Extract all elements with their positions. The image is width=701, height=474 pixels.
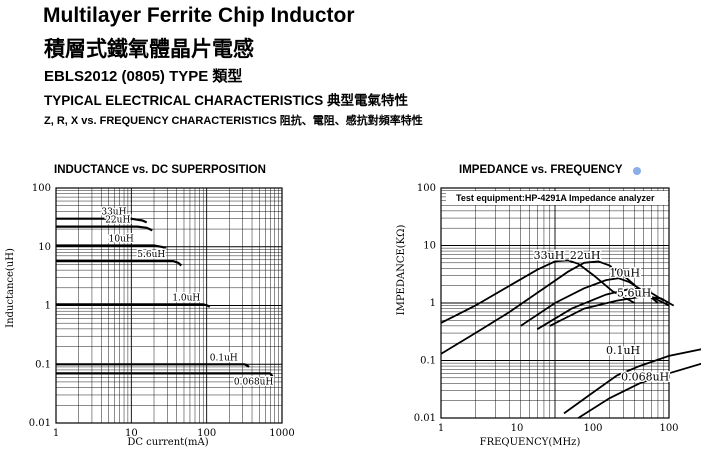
page-title-chinese: 積層式鐵氧體晶片電感 [44, 37, 254, 61]
series-line-6 [577, 362, 701, 419]
series-label: 0.1uH [210, 353, 238, 363]
chart2-series [440, 259, 701, 419]
chart1-ticks: 1 10 100 1000 100 10 1 0.1 0.01 [29, 183, 295, 439]
series-line-0 [440, 259, 636, 324]
y-tick-label: 100 [32, 183, 51, 194]
chart2-xlabel: FREQUENCY(MHz) [480, 437, 581, 448]
plot-frame [55, 187, 283, 424]
series-line-6 [56, 372, 274, 378]
x-tick-label: 100 [197, 428, 216, 439]
series-label: 22uH [570, 249, 601, 262]
series-line-1 [56, 225, 153, 232]
x-tick-label: 100 [659, 423, 678, 434]
y-tick-label: 1 [430, 298, 436, 309]
type-line: EBLS2012 (0805) TYPE 類型 [44, 68, 243, 85]
series-label: 33uH [101, 208, 126, 218]
series-line-3 [536, 288, 665, 330]
series-label: 0.1uH [606, 344, 640, 357]
x-tick-label: 10 [125, 428, 138, 439]
x-tick-label: 1 [438, 423, 444, 434]
chart1-xlabel: DC current(mA) [127, 437, 208, 448]
series-label: 5.6uH [137, 250, 165, 260]
x-tick-label: 100 [583, 423, 602, 434]
series-line-4 [549, 295, 675, 327]
series-line-1 [440, 260, 670, 355]
page-title: Multilayer Ferrite Chip Inductor [43, 4, 355, 27]
series-line-5 [563, 348, 701, 415]
section-title: TYPICAL ELECTRICAL CHARACTERISTICS 典型電氣特… [44, 93, 409, 108]
cursor-marker [633, 167, 641, 175]
chart2-series-labels: 33uH 22uH 10uH 5.6uH 0.1uH 0.068uH [532, 248, 671, 385]
chart2-ylabel: IMPEDANCE(KΩ) [396, 225, 407, 316]
series-line-3 [56, 260, 183, 267]
series-label: 5.6uH [617, 286, 651, 299]
x-tick-label: 1 [53, 428, 59, 439]
subsection-title: Z, R, X vs. FREQUENCY CHARACTERISTICS 阻抗… [44, 115, 423, 127]
x-tick-label: 10 [511, 423, 524, 434]
chart1-axes [55, 187, 283, 424]
chart2-ticks: 1 10 100 100 100 10 1 0.1 0.01 [414, 183, 679, 434]
y-tick-label: 0.01 [414, 413, 436, 424]
y-tick-label: 1 [45, 301, 51, 312]
series-line-0 [56, 217, 148, 224]
series-line-5 [56, 363, 250, 368]
series-line-4 [56, 303, 211, 308]
chart1-title: INDUCTANCE vs. DC SUPERPOSITION [54, 164, 266, 176]
y-tick-label: 0.1 [420, 356, 436, 367]
x-tick-label: 1000 [269, 428, 294, 439]
series-line-2 [56, 244, 167, 250]
series-label: 22uH [105, 216, 130, 226]
chart2-legend-text: Test equipment:HP-4291A Impedance analyz… [456, 193, 655, 203]
chart1-ylabel: Inductance(uH) [5, 248, 16, 328]
y-tick-label: 0.1 [35, 359, 51, 370]
y-tick-label: 10 [423, 241, 436, 252]
y-tick-label: 100 [417, 183, 436, 194]
series-label: 0.068uH [621, 370, 669, 383]
y-tick-label: 0.01 [29, 418, 51, 429]
series-label: 1.0uH [172, 293, 200, 303]
series-label: 10uH [609, 266, 640, 279]
series-label: 0.068uH [234, 377, 274, 387]
chart2-title: IMPEDANCE vs. FREQUENCY [459, 164, 623, 176]
chart1-series [56, 217, 274, 378]
series-label: 10uH [109, 235, 134, 245]
y-tick-label: 10 [38, 242, 51, 253]
series-label: 33uH [534, 249, 565, 262]
chart2-legend-box [446, 191, 668, 205]
